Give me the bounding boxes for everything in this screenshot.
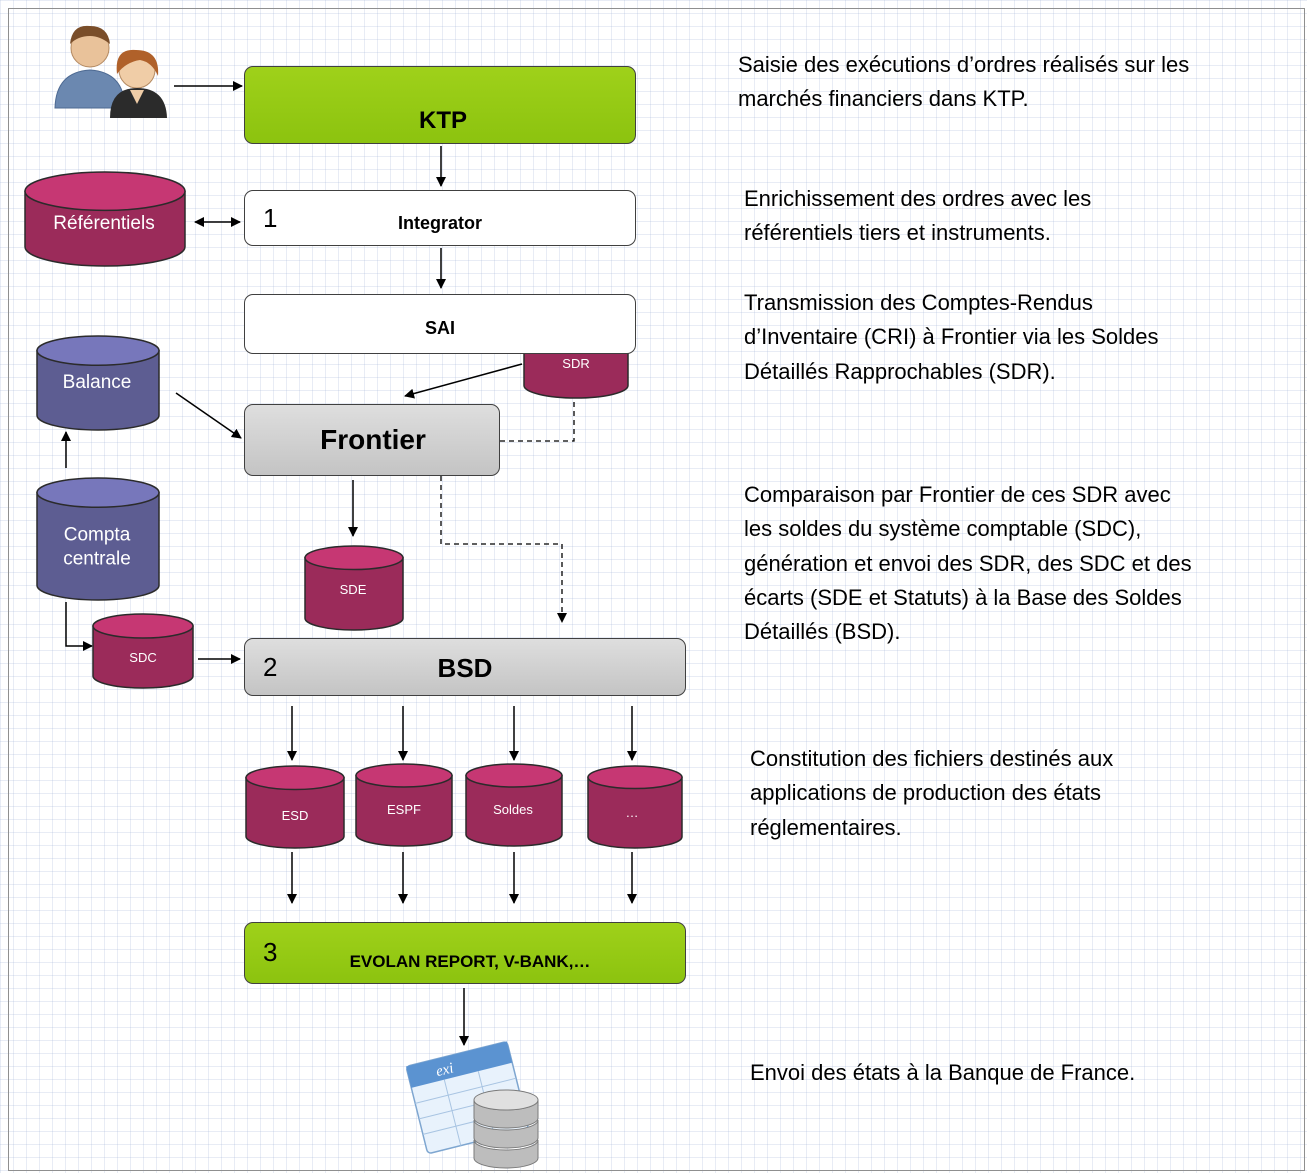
db-compta <box>36 477 160 601</box>
db-sde <box>304 545 404 631</box>
db-soldes <box>465 763 563 847</box>
db-espf-label: ESPF <box>387 801 421 817</box>
description-line: Enrichissement des ordres avec les <box>744 186 1092 211</box>
description-line: réglementaires. <box>750 814 902 840</box>
db-compta-label: Compta centrale <box>63 523 131 571</box>
frontier-box: Frontier <box>244 404 500 476</box>
ktp-box: KTP <box>244 66 636 144</box>
integrator-title: Integrator <box>397 213 483 233</box>
db-compta-line-2: centrale <box>63 548 131 569</box>
db-esd-body <box>245 777 345 849</box>
description-line: Comparaison par Frontier de ces SDR avec <box>744 482 1171 507</box>
description-line: les soldes du système comptable (SDC), <box>744 516 1142 542</box>
arrow-compta-to-sdc <box>65 602 93 651</box>
db-sde-body <box>304 557 404 631</box>
db-esd-top <box>245 765 345 791</box>
description-line: applications de production des états <box>750 780 1102 806</box>
description-line: d’Inventaire (CRI) à Frontier via les So… <box>744 324 1159 350</box>
db-esd <box>245 765 345 849</box>
users-icon <box>54 25 167 118</box>
db-sde-top <box>304 545 404 571</box>
description-line: Détaillés Rapprochables (SDR). <box>744 358 1056 384</box>
db-sdc-label: SDC <box>129 649 157 665</box>
description-ktp: Saisie des exécutions d’ordres réalisés … <box>738 48 1189 117</box>
db-sdc-top <box>92 613 194 639</box>
dashed-frontier-sdr <box>500 398 575 442</box>
export-database-icon: exi <box>405 1041 539 1169</box>
evolan-number: 3 <box>263 937 278 967</box>
arrow-sdr-to-frontier <box>404 363 523 399</box>
db-balance-top <box>36 335 160 367</box>
description-line: Transmission des Comptes-Rendus <box>744 290 1093 315</box>
diagram-frame <box>8 8 1305 1171</box>
db-sdc-body <box>92 625 194 689</box>
bsd-number: 2 <box>263 652 278 682</box>
db-compta-line-1: Compta <box>63 524 131 546</box>
db-compta-body <box>36 491 160 601</box>
dashed-frontier-bsd <box>440 476 567 623</box>
db-sdr-label: SDR <box>562 355 590 371</box>
description-line: Saisie des exécutions d’ordres réalisés … <box>738 52 1190 77</box>
db-referentiels-label: Référentiels <box>53 213 155 235</box>
description-export: Envoi des états à la Banque de France. <box>750 1056 1135 1090</box>
arrow-balance-to-frontier <box>175 392 242 439</box>
evolan-box: 3 EVOLAN REPORT, V-BANK,… <box>244 922 686 984</box>
evolan-title: EVOLAN REPORT, V-BANK,… <box>349 952 591 971</box>
db-balance-label: Balance <box>62 372 132 394</box>
db-esd-label: ESD <box>281 807 309 823</box>
bsd-title: BSD <box>437 653 493 683</box>
description-frontier: Comparaison par Frontier de ces SDR avec… <box>744 478 1192 650</box>
bsd-box: 2 BSD <box>244 638 686 696</box>
db-etc-label: … <box>625 804 639 820</box>
description-line: Constitution des fichiers destinés aux <box>750 746 1114 771</box>
db-soldes-label: Soldes <box>493 801 533 817</box>
db-espf-body <box>355 774 453 847</box>
description-line: Envoi des états à la Banque de France. <box>750 1060 1136 1085</box>
description-line: écarts (SDE et Statuts) à la Base des So… <box>744 584 1182 610</box>
export-file-label: exi <box>434 1060 455 1080</box>
db-soldes-top <box>465 763 563 788</box>
description-line: référentiels tiers et instruments. <box>744 220 1051 246</box>
db-compta-top <box>36 477 160 509</box>
db-referentiels-top <box>24 171 186 212</box>
db-espf-top <box>355 763 453 788</box>
description-integrator: Enrichissement des ordres avec les référ… <box>744 182 1091 251</box>
frontier-title: Frontier <box>320 424 426 455</box>
db-sdc <box>92 613 194 689</box>
sai-box: SAI <box>244 294 636 354</box>
db-soldes-body <box>465 774 563 847</box>
db-sde-label: SDE <box>339 581 367 597</box>
db-etc <box>587 765 683 849</box>
ktp-title: KTP <box>419 107 467 134</box>
db-etc-body <box>587 776 683 849</box>
db-etc-top <box>587 765 683 790</box>
db-balance <box>36 335 160 431</box>
description-line: génération et envoi des SDR, des SDC et … <box>744 550 1192 576</box>
dashed-connectors <box>440 398 575 623</box>
sai-title: SAI <box>424 318 456 338</box>
connectors <box>61 81 637 1046</box>
integrator-box: 1 Integrator <box>244 190 636 246</box>
db-referentiels-body <box>24 190 186 267</box>
db-espf <box>355 763 453 847</box>
description-line: marchés financiers dans KTP. <box>738 86 1029 112</box>
description-line: Détaillés (BSD). <box>744 619 901 645</box>
description-sai: Transmission des Comptes-Rendus d’Invent… <box>744 286 1159 389</box>
integrator-number: 1 <box>263 203 278 233</box>
db-balance-body <box>36 349 160 431</box>
description-bsd: Constitution des fichiers destinés aux a… <box>750 742 1113 845</box>
db-referentiels <box>24 171 186 267</box>
